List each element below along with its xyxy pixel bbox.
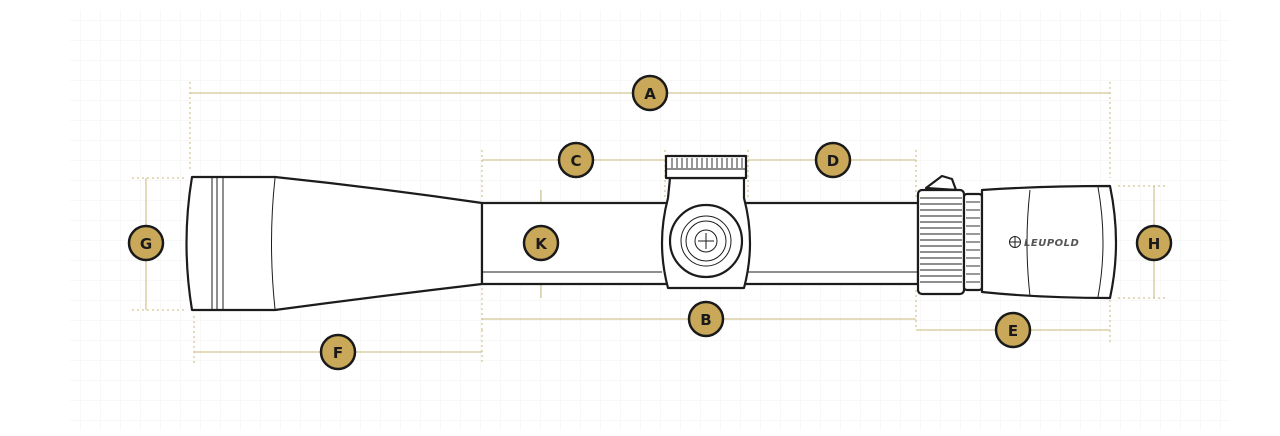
badge-a: A [631, 74, 669, 112]
badge-e-text: E [1008, 322, 1018, 340]
badge-b-text: B [700, 311, 711, 329]
elevation-turret [664, 154, 748, 180]
badge-k-text: K [535, 235, 548, 253]
badge-c: C [557, 141, 595, 179]
power-ring [916, 188, 966, 296]
badge-c-text: C [570, 152, 581, 170]
badge-b: B [687, 300, 725, 338]
badge-h: H [1135, 224, 1173, 262]
label-badges: A C D G K H B E [127, 74, 1173, 371]
badge-a-text: A [644, 85, 656, 103]
badge-k: K [522, 224, 560, 262]
badge-f-text: F [333, 344, 343, 362]
brand-text: LEUPOLD [1024, 238, 1079, 249]
badge-g: G [127, 224, 165, 262]
badge-e: E [994, 311, 1032, 349]
leupold-logo: LEUPOLD [1009, 236, 1079, 249]
objective-bell [185, 175, 484, 312]
logo-reticle-icon [1009, 236, 1021, 248]
badge-h-text: H [1148, 235, 1161, 253]
eyepiece [980, 184, 1118, 300]
badge-d: D [814, 141, 852, 179]
reticle-icon [694, 229, 718, 253]
badge-g-text: G [140, 235, 152, 253]
badge-f: F [319, 333, 357, 371]
badge-d-text: D [827, 152, 839, 170]
